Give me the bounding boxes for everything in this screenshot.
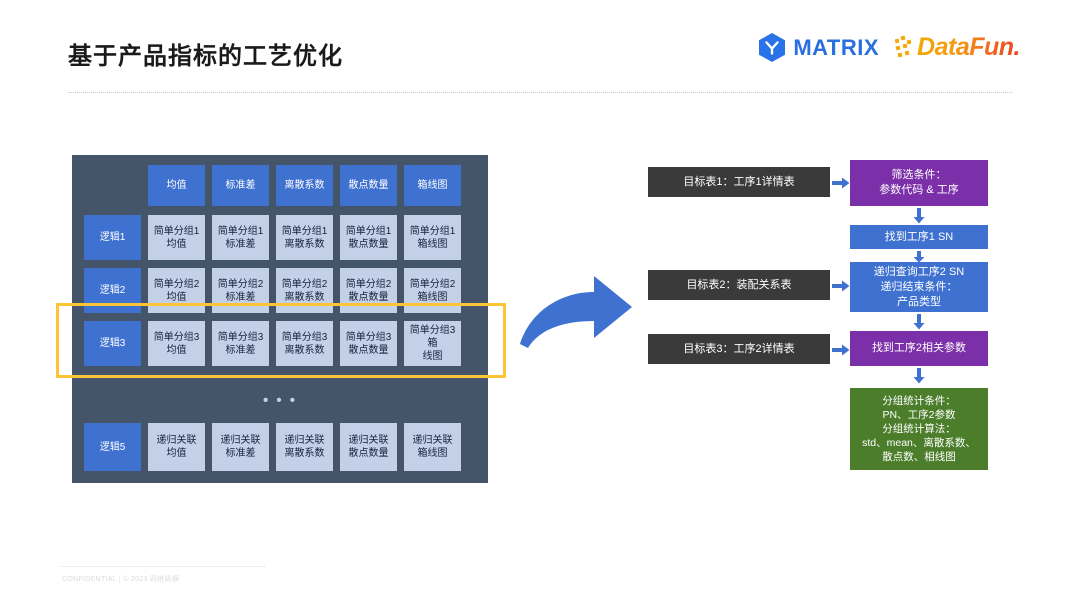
matrix-logo: MATRIX (759, 33, 879, 62)
arrow-down-icon-2 (913, 314, 925, 330)
footer-divider (60, 566, 265, 567)
table-cell-3-1: 递归关联 标准差 (212, 423, 269, 471)
table-col-header-2: 离散系数 (276, 165, 333, 206)
arrow-right-icon-0 (832, 176, 850, 189)
table-cell-3-2: 递归关联 离散系数 (276, 423, 333, 471)
table-cell-3-4: 递归关联 箱线图 (404, 423, 461, 471)
datafun-logo: DataFun. (894, 33, 1020, 61)
flow-step-0: 筛选条件： 参数代码 & 工序 (850, 160, 988, 206)
table-cell-2-4: 简单分组3箱 线图 (404, 321, 461, 366)
table-cell-2-1: 简单分组3 标准差 (212, 321, 269, 366)
arrow-down-icon-3 (913, 368, 925, 384)
datafun-dots-icon (894, 35, 915, 61)
table-col-header-4: 箱线图 (404, 165, 461, 206)
hexagon-y-icon (759, 33, 786, 62)
table-row-label-0: 逻辑1 (84, 215, 141, 260)
table-cell-3-3: 递归关联 散点数量 (340, 423, 397, 471)
table-cell-0-0: 简单分组1 均值 (148, 215, 205, 260)
highlight-selection-box (56, 303, 506, 378)
table-cell-0-4: 简单分组1 箱线图 (404, 215, 461, 260)
table-col-header-3: 散点数量 (340, 165, 397, 206)
flow-source-0: 目标表1：工序1详情表 (648, 167, 830, 197)
footer-confidential-text: CONFIDENTIAL | © 2023 四维纵横 (62, 576, 180, 583)
datafun-wordmark: DataFun. (917, 33, 1020, 61)
matrix-wordmark: MATRIX (793, 34, 880, 60)
table-cell-2-0: 简单分组3 均值 (148, 321, 205, 366)
arrow-right-icon-1 (832, 279, 850, 292)
page-title: 基于产品指标的工艺优化 (68, 43, 343, 70)
arrow-down-icon-1 (913, 250, 925, 263)
table-row-label-3: 逻辑5 (84, 423, 141, 471)
header-divider (68, 92, 1012, 93)
arrow-right-icon-2 (832, 343, 850, 356)
table-cell-0-3: 简单分组1 散点数量 (340, 215, 397, 260)
table-cell-0-2: 简单分组1 离散系数 (276, 215, 333, 260)
flow-step-3: 找到工序2相关参数 (850, 331, 988, 366)
table-col-header-0: 均值 (148, 165, 205, 206)
table-cell-3-0: 递归关联 均值 (148, 423, 205, 471)
table-cell-0-1: 简单分组1 标准差 (212, 215, 269, 260)
flow-step-1: 找到工序1 SN (850, 225, 988, 249)
metrics-matrix-table: 均值 标准差 离散系数 散点数量 箱线图 逻辑1 简单分组1 均值 简单分组1 … (72, 155, 488, 483)
table-row-label-2: 逻辑3 (84, 321, 141, 366)
curved-arrow-icon (518, 268, 638, 355)
flow-source-2: 目标表3：工序2详情表 (648, 334, 830, 364)
logo-group: MATRIX DataFun. (759, 33, 1020, 62)
flow-source-1: 目标表2：装配关系表 (648, 270, 830, 300)
table-cell-2-2: 简单分组3 离散系数 (276, 321, 333, 366)
table-ellipsis: • • • (262, 391, 298, 409)
table-col-header-1: 标准差 (212, 165, 269, 206)
flow-step-4: 分组统计条件： PN、工序2参数 分组统计算法： std、mean、离散系数、 … (850, 388, 988, 470)
flow-step-2: 递归查询工序2 SN 递归结束条件： 产品类型 (850, 262, 988, 312)
table-cell-2-3: 简单分组3 散点数量 (340, 321, 397, 366)
arrow-down-icon-0 (913, 208, 925, 224)
